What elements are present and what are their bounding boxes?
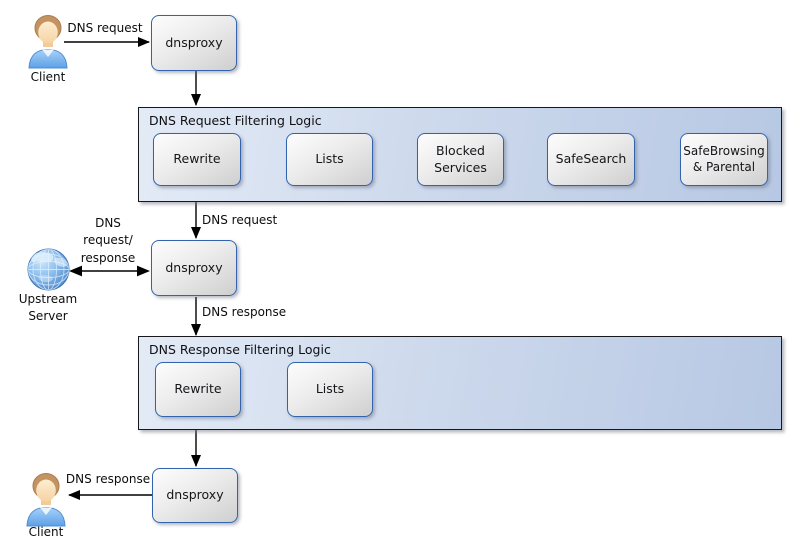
node-dnsproxy-middle-label: dnsproxy [165, 259, 223, 275]
node-safebrowsing-parental-label: SafeBrowsing & Parental [683, 143, 765, 174]
edge-label-dns-response-bottom: DNS response [65, 472, 151, 486]
node-dnsproxy-top: dnsproxy [151, 15, 237, 71]
edge-label-dns-request-mid: DNS request [202, 213, 278, 227]
client-top-label: Client [30, 70, 66, 84]
node-request-rewrite-label: Rewrite [173, 151, 221, 167]
node-blocked-services: Blocked Services [417, 133, 504, 186]
group-dns-response-filtering-logic: DNS Response Filtering Logic [138, 336, 782, 430]
edge-label-upstream-exchange: DNS request/ response [80, 216, 136, 265]
node-dnsproxy-middle: dnsproxy [151, 240, 237, 296]
client-person-icon-bottom [26, 473, 66, 527]
upstream-server-label: Upstream Server [18, 292, 78, 324]
upstream-server-globe-icon [27, 248, 70, 291]
node-dnsproxy-top-label: dnsproxy [165, 34, 223, 50]
node-response-rewrite: Rewrite [155, 362, 241, 417]
node-safesearch-label: SafeSearch [555, 151, 627, 167]
node-safesearch: SafeSearch [547, 133, 635, 186]
node-blocked-services-label: Blocked Services [434, 143, 487, 175]
node-dnsproxy-bottom-label: dnsproxy [166, 487, 224, 503]
node-dnsproxy-bottom: dnsproxy [152, 468, 238, 523]
client-person-icon-top [28, 15, 68, 69]
group-response-title: DNS Response Filtering Logic [149, 342, 331, 357]
node-response-rewrite-label: Rewrite [174, 381, 222, 397]
arrowhead-upstream-right [137, 265, 150, 277]
node-response-lists: Lists [287, 362, 373, 417]
group-request-title: DNS Request Filtering Logic [149, 113, 322, 128]
node-request-lists-label: Lists [315, 151, 344, 167]
node-request-lists: Lists [286, 133, 373, 186]
client-bottom-label: Client [28, 525, 64, 539]
node-request-rewrite: Rewrite [153, 133, 241, 186]
node-response-lists-label: Lists [315, 381, 345, 397]
edge-label-dns-request-top: DNS request [67, 21, 143, 35]
edge-label-dns-response-mid: DNS response [202, 305, 287, 319]
node-safebrowsing-parental: SafeBrowsing & Parental [680, 133, 768, 186]
